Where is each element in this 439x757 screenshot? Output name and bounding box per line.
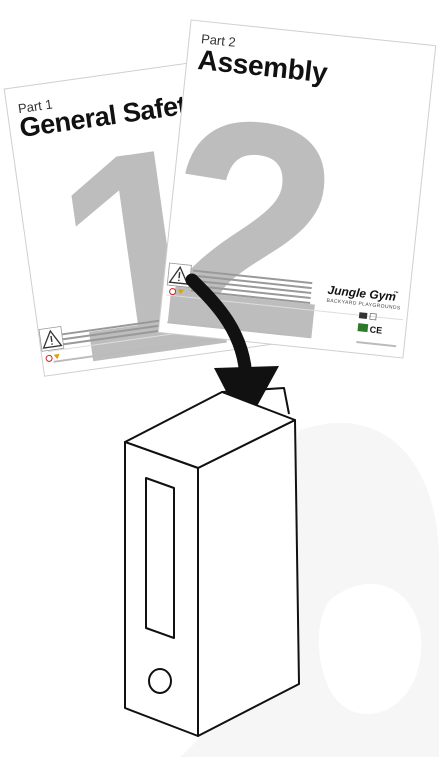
ring-binder-icon [125, 388, 299, 736]
brand-trademark: ™ [393, 291, 399, 297]
warning-triangle-icon [39, 326, 64, 351]
part-number-large: 2 [151, 52, 352, 404]
manual-part-2: 2 Part 2 Assembly Jungle Gym ™ BACKYARD … [151, 20, 436, 412]
binder-side [198, 420, 299, 736]
finger-hole [149, 669, 171, 693]
spine-label-window [146, 478, 174, 638]
ce-mark: CE [369, 324, 382, 335]
